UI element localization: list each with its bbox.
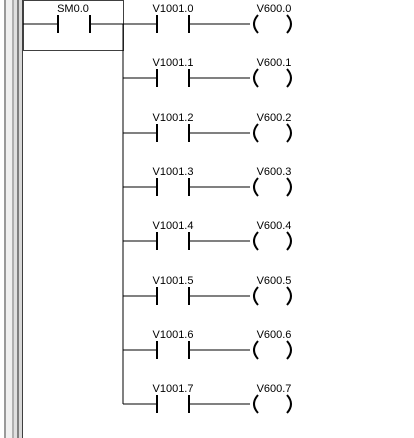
normally-open-contact-icon (156, 124, 190, 142)
contact-v1001-3[interactable]: V1001.3 (153, 166, 194, 196)
output-coil-icon (253, 286, 292, 306)
contact-v1001-4[interactable]: V1001.4 (153, 220, 194, 250)
coil-label: V600.0 (257, 3, 292, 15)
coil-label: V600.4 (257, 220, 292, 232)
contact-v1001-7[interactable]: V1001.7 (153, 383, 194, 413)
rung: V1001.7 V600.7 (123, 383, 292, 414)
contact-v1001-0[interactable]: V1001.0 (153, 3, 194, 33)
rung: V1001.1 V600.1 (123, 57, 292, 88)
contact-label: V1001.0 (153, 3, 194, 15)
contact-label: V1001.5 (153, 275, 194, 287)
coil-v600-4[interactable]: V600.4 (253, 220, 292, 251)
coil-label: V600.3 (257, 166, 292, 178)
normally-open-contact-icon (156, 232, 190, 250)
coil-v600-0[interactable]: V600.0 (253, 3, 292, 34)
coil-label: V600.7 (257, 383, 292, 395)
coil-v600-5[interactable]: V600.5 (253, 275, 292, 306)
output-coil-icon (253, 394, 292, 414)
output-coil-icon (253, 177, 292, 197)
output-coil-icon (253, 231, 292, 251)
contact-v1001-1[interactable]: V1001.1 (153, 57, 194, 87)
normally-open-contact-icon (156, 178, 190, 196)
rung: V1001.4 V600.4 (123, 220, 292, 251)
output-coil-icon (253, 68, 292, 88)
normally-open-contact-icon (156, 341, 190, 359)
normally-open-contact-icon (156, 395, 190, 413)
normally-open-contact-icon (156, 69, 190, 87)
rung: V1001.2 V600.2 (123, 112, 292, 143)
contact-v1001-2[interactable]: V1001.2 (153, 112, 194, 142)
contact-label: V1001.2 (153, 112, 194, 124)
coil-label: V600.6 (257, 329, 292, 341)
contact-label: V1001.7 (153, 383, 194, 395)
output-coil-icon (253, 340, 292, 360)
rung: V1001.5 V600.5 (123, 275, 292, 306)
contact-label: V1001.6 (153, 329, 194, 341)
rung: V1001.0 V600.0 (123, 3, 292, 34)
normally-open-contact-icon (57, 15, 91, 33)
rung: V1001.6 V600.6 (123, 329, 292, 360)
contact-v1001-5[interactable]: V1001.5 (153, 275, 194, 305)
coil-v600-2[interactable]: V600.2 (253, 112, 292, 143)
rung: V1001.3 V600.3 (123, 166, 292, 197)
normally-open-contact-icon (156, 15, 190, 33)
coil-label: V600.5 (257, 275, 292, 287)
contact-v1001-6[interactable]: V1001.6 (153, 329, 194, 359)
contact-sm0-0-label: SM0.0 (57, 3, 89, 15)
coil-v600-6[interactable]: V600.6 (253, 329, 292, 360)
normally-open-contact-icon (156, 287, 190, 305)
coil-v600-3[interactable]: V600.3 (253, 166, 292, 197)
output-coil-icon (253, 14, 292, 34)
power-rail (0, 0, 23, 438)
coil-label: V600.1 (257, 57, 292, 69)
contact-label: V1001.4 (153, 220, 194, 232)
coil-label: V600.2 (257, 112, 292, 124)
coil-v600-1[interactable]: V600.1 (253, 57, 292, 88)
contact-sm0-0[interactable]: SM0.0 (57, 3, 91, 33)
contact-label: V1001.1 (153, 57, 194, 69)
output-coil-icon (253, 123, 292, 143)
contact-label: V1001.3 (153, 166, 194, 178)
coil-v600-7[interactable]: V600.7 (253, 383, 292, 414)
